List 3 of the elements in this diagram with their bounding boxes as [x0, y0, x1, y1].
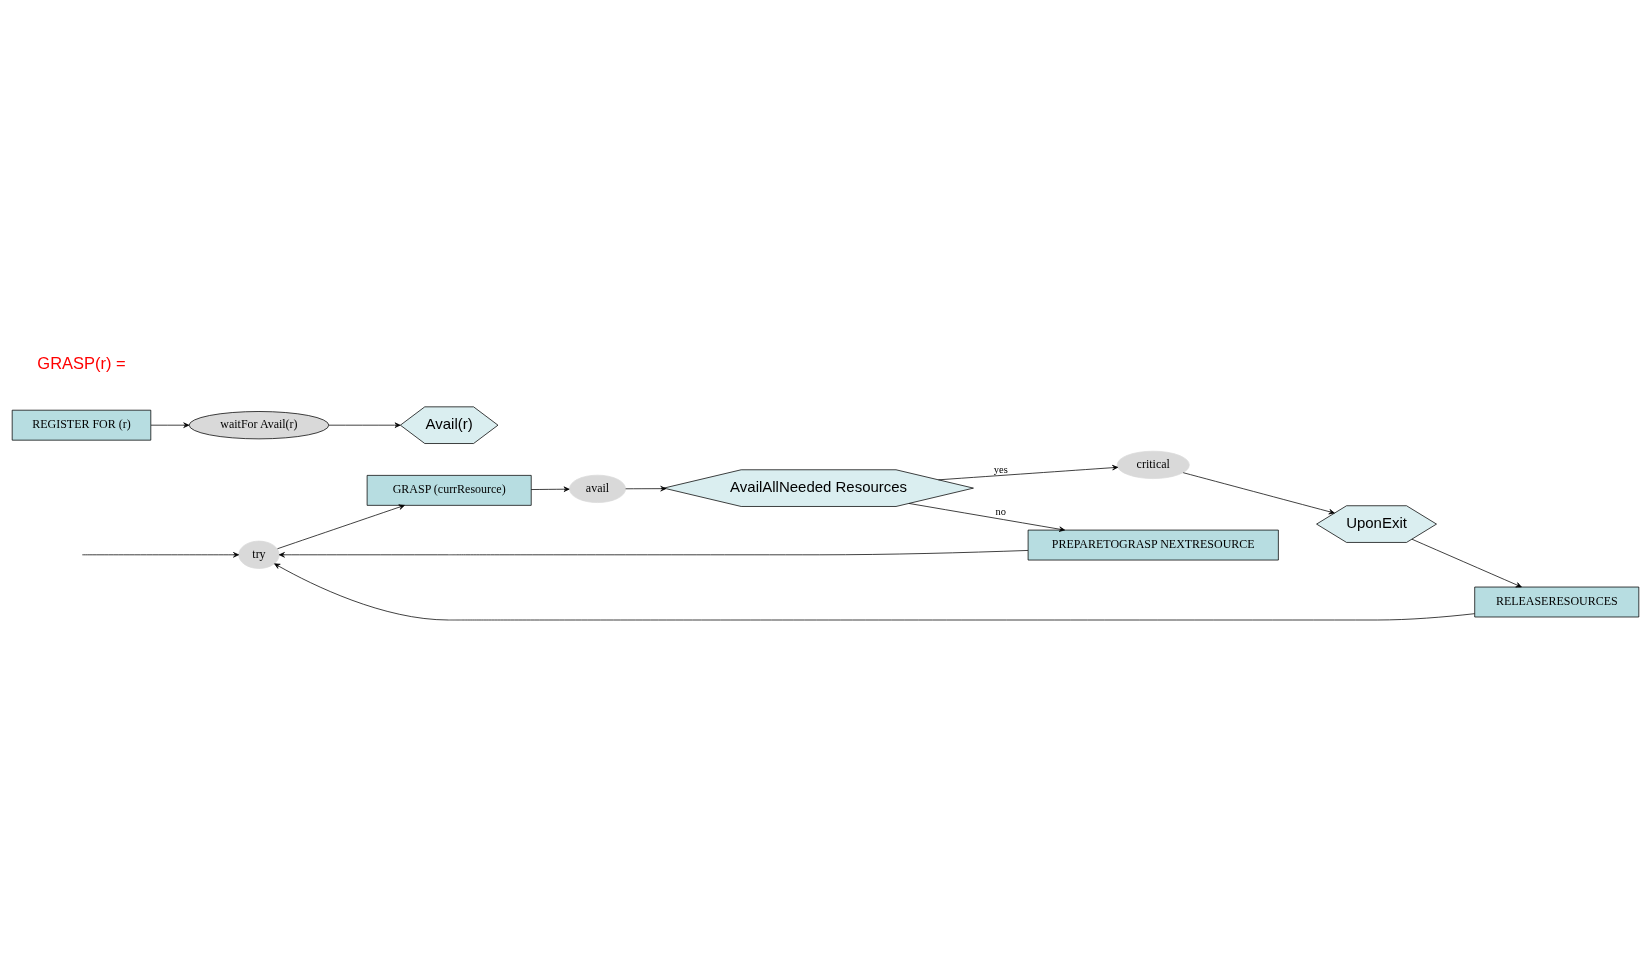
edge-label: yes — [993, 463, 1008, 475]
edge-label: no — [995, 506, 1006, 518]
label: GRASP(r) = — [37, 353, 126, 372]
